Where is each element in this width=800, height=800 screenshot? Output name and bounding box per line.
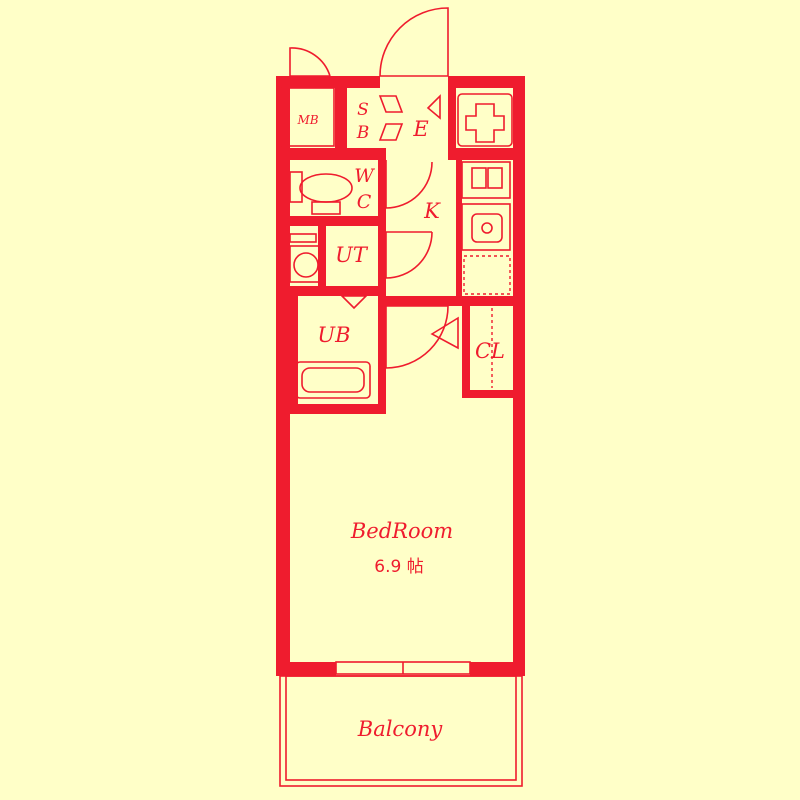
label-utility: UT	[335, 243, 369, 267]
label-closet: CL	[475, 339, 505, 363]
doors	[289, 7, 459, 369]
label-sb-bottom: B	[356, 123, 370, 143]
label-bedroom: BedRoom	[350, 519, 453, 543]
label-wc-bottom: C	[357, 191, 372, 213]
label-sb-top: S	[357, 100, 369, 120]
label-bath: UB	[317, 323, 350, 347]
label-entrance: E	[412, 117, 428, 141]
label-balcony: Balcony	[357, 717, 444, 741]
fixtures	[279, 87, 523, 787]
label-kitchen: K	[423, 199, 441, 223]
walls	[276, 76, 525, 676]
label-mb: MB	[296, 113, 318, 127]
label-wc-top: W	[354, 165, 375, 187]
label-bedroom-size: 6.9 帖	[374, 557, 423, 577]
